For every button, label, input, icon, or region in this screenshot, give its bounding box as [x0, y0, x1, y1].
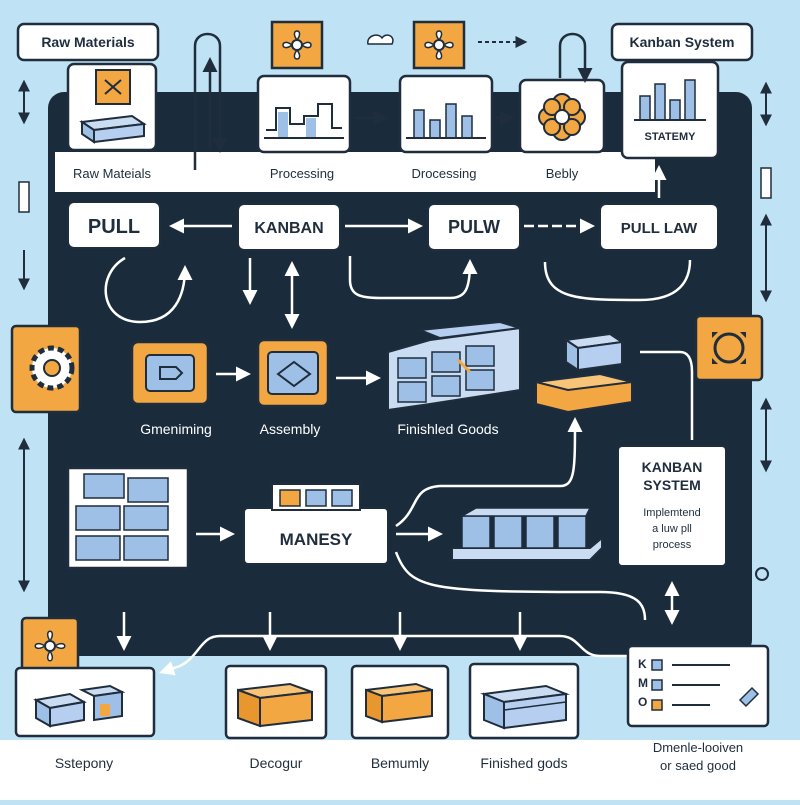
kanban-system-desc-1: Implemtend [643, 507, 700, 519]
bottom-return-arrow [159, 634, 640, 676]
target-card [694, 314, 764, 382]
demand-caption-2: or saed good [660, 758, 736, 773]
kanban-system-desc-2: a luw pll [652, 523, 692, 535]
kanban-system-tag-text: Kanban System [629, 34, 734, 50]
pulw-label: PULW [448, 217, 500, 237]
arrow-manesy-up-to-finished [395, 417, 583, 528]
decogur-caption: Decogur [250, 755, 303, 771]
finished-goods-caption: Finishled Goods [397, 421, 498, 437]
top-caption-band [55, 152, 655, 192]
drocessing-caption: Drocessing [411, 166, 476, 181]
bebly-loop-arrow [558, 32, 593, 83]
demand-caption-1: Dmenle-looiven [653, 740, 743, 755]
arrow-kanban-loop-pulw [348, 256, 478, 300]
flower-icon [538, 93, 586, 141]
assembly-icon [276, 360, 312, 388]
bemumly-card [350, 664, 450, 740]
km-o: O [638, 695, 647, 709]
bebly-caption: Bebly [546, 166, 579, 181]
fan-icon [270, 20, 324, 70]
assembly-caption: Assembly [260, 421, 321, 437]
target-icon [713, 332, 745, 364]
stepony-card [14, 616, 156, 738]
kanban-system-box: KANBAN SYSTEM Implemtend a luw pll proce… [617, 445, 727, 567]
conveyor-boxes [451, 507, 603, 561]
statemy-label: STATEMY [645, 131, 697, 143]
decogur-card [224, 664, 328, 740]
kmo-checklist-card: K M O [626, 644, 770, 728]
pulw-box: PULW [427, 203, 521, 251]
top-loop-arrow [193, 32, 228, 170]
processing-card [256, 20, 352, 154]
kanban-system-title-1: KANBAN [642, 459, 703, 475]
pull-label: PULL [88, 216, 140, 238]
pull-law-box: PULL LAW [599, 203, 719, 251]
manesy-label: MANESY [280, 530, 353, 549]
right-side-arrows [755, 81, 772, 581]
statemy-card: STATEMY [620, 60, 720, 160]
finished-to-kanban-line [640, 350, 694, 440]
pull-loop-arrow [104, 256, 193, 324]
drocessing-card [398, 20, 494, 154]
left-side-arrows [18, 79, 30, 593]
gmeniming-card [130, 340, 210, 406]
bemumly-caption: Bemumly [371, 755, 429, 771]
gear-card [10, 324, 82, 414]
kanban-system-tag: Kanban System [610, 22, 754, 62]
bebly-card [518, 78, 606, 154]
stepony-caption: Sstepony [55, 755, 113, 771]
raw-materials-tag: Raw Materials [16, 22, 160, 62]
fan-icon-3 [34, 630, 66, 662]
bottom-caption-band [0, 740, 800, 800]
kanban-system-desc-3: process [653, 539, 692, 551]
pull-law-return-line [543, 259, 692, 302]
pencil-icon [738, 686, 760, 708]
kanban-system-title-2: SYSTEM [643, 477, 701, 493]
km-m: M [638, 676, 648, 690]
processing-caption: Processing [270, 166, 334, 181]
pull-law-label: PULL LAW [621, 220, 698, 237]
finished-goods-bottom-caption: Finished ɡods [480, 755, 567, 771]
finished-box-pallet [535, 332, 633, 414]
manesy-box: MANESY [243, 483, 389, 565]
manesy-down-line [394, 551, 647, 621]
finished-goods-card [468, 662, 580, 740]
finished-goods-shelves [387, 320, 521, 412]
raw-materials-caption: Raw Mateials [73, 166, 152, 181]
gmeniming-caption: Gmeniming [140, 421, 212, 437]
kanban-label: KANBAN [254, 220, 323, 237]
cloud-icon [367, 34, 394, 45]
pull-box: PULL [67, 201, 161, 249]
km-k: K [638, 657, 647, 671]
gmeniming-icon [159, 366, 184, 380]
inventory-stack [66, 466, 190, 570]
kanban-box: KANBAN [237, 203, 341, 251]
raw-materials-card [66, 62, 158, 152]
raw-materials-tag-text: Raw Materials [41, 34, 135, 50]
assembly-card [256, 338, 330, 408]
